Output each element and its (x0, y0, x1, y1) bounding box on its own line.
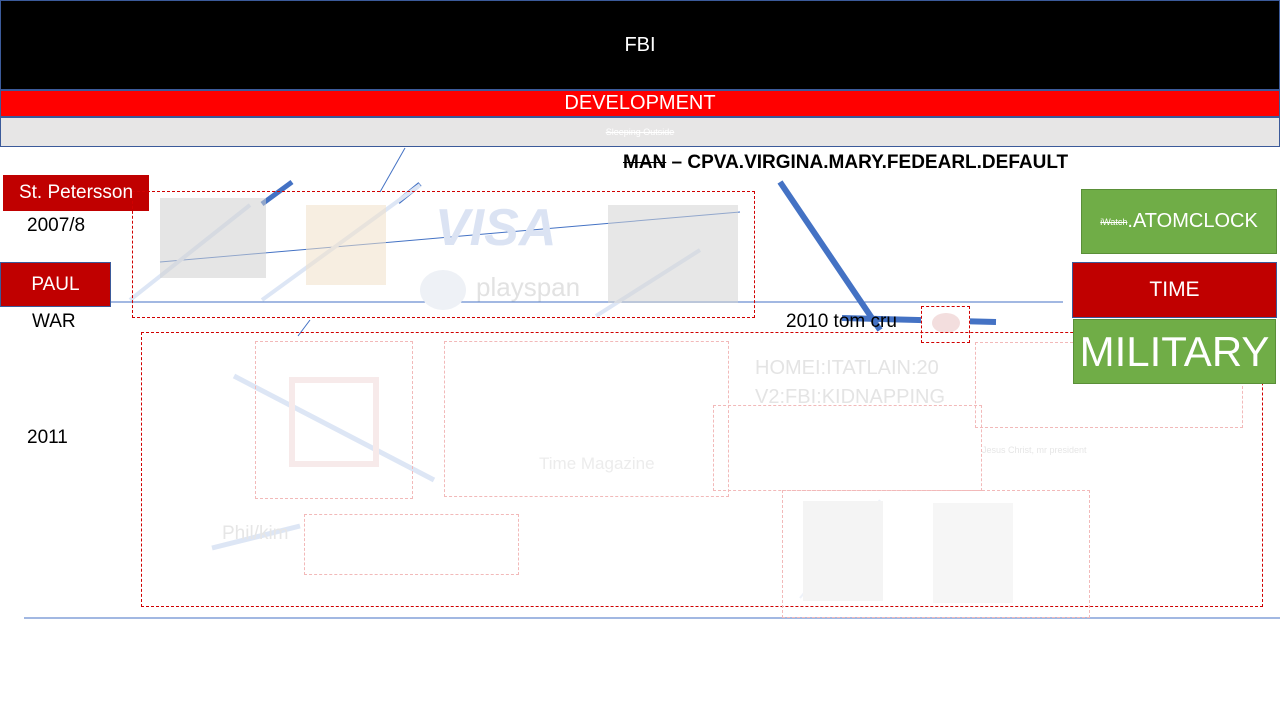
line-short-stroke-1 (260, 179, 294, 207)
group-2007-box (132, 191, 755, 318)
small-portrait-icon (931, 313, 960, 333)
faded-phil-box (304, 514, 519, 575)
subbar: Sleeping Outside (0, 117, 1280, 147)
faded-stroke-4 (211, 523, 301, 551)
military-label: MILITARY (1073, 319, 1276, 384)
atomclock-label: iWatch.ATOMCLOCK (1081, 189, 1277, 254)
home-line-1: HOMEI:ITATLAIN:20 (755, 357, 939, 379)
faded-frame-icon (289, 377, 379, 467)
time-label: TIME (1072, 262, 1277, 318)
faded-image-box-2: Time Magazine (444, 341, 729, 497)
small-portrait-box (921, 306, 970, 343)
person-label: PAUL (0, 262, 111, 307)
city-label-text: St. Petersson (18, 182, 134, 203)
line-small-tick (297, 319, 311, 337)
time-label-text: TIME (1149, 278, 1200, 301)
group-2011-box (141, 332, 1263, 607)
person-label-text: PAUL (31, 273, 80, 295)
military-label-text: MILITARY (1079, 327, 1270, 375)
playspan-icon (420, 270, 466, 310)
year-2011: 2011 (27, 427, 68, 448)
playspan-logo: playspan (476, 272, 581, 302)
faded-photo-left (803, 501, 883, 601)
line-thick-horizontal (841, 315, 997, 325)
faded-image-box-3 (782, 490, 1090, 618)
visa-logo: VISA (435, 199, 557, 257)
photo-thumbnail-1 (160, 198, 266, 278)
faded-note-box (713, 405, 982, 491)
faded-phil-label: Phil/kim (222, 523, 289, 544)
event-2010: 2010 tom cru (786, 311, 897, 332)
faded-photo-right (933, 503, 1013, 603)
photo-thumbnail-2 (306, 205, 386, 285)
headline-struck: MAN (623, 152, 667, 173)
headline: MAN – CPVA.VIRGINA.MARY.FEDEARL.DEFAULT (623, 152, 1068, 174)
faded-stroke-3 (232, 373, 436, 483)
watch-text: .ATOMCLOCK (1127, 210, 1258, 232)
header-bar: FBI (0, 0, 1280, 90)
header-title: FBI (624, 33, 656, 56)
headline-rest: – CPVA.VIRGINA.MARY.FEDEARL.DEFAULT (666, 152, 1069, 173)
faded-footnote: Jesus Christ, mr president (982, 445, 1087, 455)
line-top-connector (379, 147, 406, 193)
year-2007: 2007/8 (27, 215, 86, 236)
line-thick-diagonal (777, 180, 883, 332)
faded-caption: Time Magazine (539, 454, 655, 473)
development-banner: DEVELOPMENT (0, 90, 1280, 117)
watch-small-text: iWatch (1100, 216, 1128, 227)
photo-thumbnail-3 (608, 205, 738, 303)
banner-title: DEVELOPMENT (564, 92, 716, 114)
city-label: St. Petersson (3, 175, 149, 211)
home-line-2: V2:FBI:KIDNAPPING (755, 386, 946, 408)
faded-image-box-1 (255, 341, 413, 499)
subbar-text: Sleeping Outside (605, 127, 675, 137)
war-label: WAR (32, 311, 76, 332)
